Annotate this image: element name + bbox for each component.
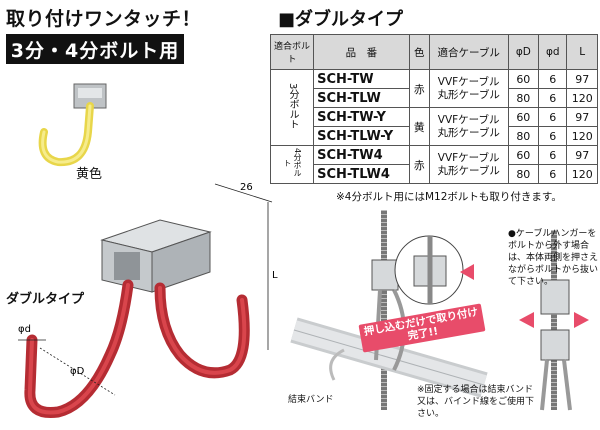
large-diameter-label: φD <box>70 366 85 377</box>
table-header-row: 適合ボルト 品 番 色 適合ケーブル φD φd L <box>269 34 598 70</box>
phi-D-cell: 80 <box>507 88 540 108</box>
length-cell: 97 <box>566 69 598 89</box>
double-type-label: ダブルタイプ <box>6 292 85 307</box>
length-cell: 120 <box>566 164 598 184</box>
header-phi-d: φd <box>538 34 568 70</box>
phi-d-cell: 6 <box>538 164 568 184</box>
phi-D-cell: 60 <box>507 145 540 165</box>
phi-d-cell: 6 <box>538 126 568 146</box>
bolt-group-3bu: 3分ボルト <box>269 69 315 146</box>
header-L: L <box>566 34 598 70</box>
model-cell: SCH-TW <box>313 69 410 89</box>
bolt-group-4bu: 4分ボルト <box>269 145 315 184</box>
spec-table: 適合ボルト 品 番 色 適合ケーブル φD φd L 3分ボルト SCH-TW … <box>269 34 598 184</box>
color-cell: 赤 <box>408 145 430 184</box>
phi-d-cell: 6 <box>538 69 568 89</box>
phi-D-cell: 80 <box>507 164 540 184</box>
header-color: 色 <box>408 34 430 70</box>
length-cell: 120 <box>566 126 598 146</box>
cable-cell: VVFケーブル丸形ケーブル <box>428 107 509 146</box>
yellow-color-label: 黄色 <box>76 167 103 182</box>
cable-cell: VVFケーブル丸形ケーブル <box>428 69 509 108</box>
length-cell: 97 <box>566 107 598 127</box>
table-row: SCH-TLW-Y 80 6 120 <box>271 126 598 146</box>
installation-diagram <box>290 210 589 411</box>
header-phi-D: φD <box>507 34 540 70</box>
bolt-size-badge: 3分・4分ボルト用 <box>6 34 184 64</box>
phi-d-cell: 6 <box>538 88 568 108</box>
table-row: 4分ボルト SCH-TW4 赤 VVFケーブル丸形ケーブル 60 6 97 <box>269 145 598 184</box>
m12-note: ※4分ボルト用にはM12ボルトも取り付きます。 <box>336 191 562 203</box>
color-cell: 赤 <box>408 69 430 108</box>
width-dimension: 26 <box>240 182 253 193</box>
fixing-note: ※固定する場合は結束バンド又は、バインド線をご使用下さい。 <box>417 385 535 419</box>
headline: 取り付けワンタッチ！ <box>6 8 202 30</box>
model-cell: SCH-TLW4 <box>313 164 410 184</box>
model-cell: SCH-TLW <box>313 88 410 108</box>
table-row: 3分ボルト SCH-TW 赤 VVFケーブル丸形ケーブル 60 6 97 <box>269 69 598 146</box>
model-cell: SCH-TLW-Y <box>313 126 410 146</box>
header-cable: 適合ケーブル <box>428 34 509 70</box>
double-hook-image: 26 L φd φD <box>18 182 278 419</box>
length-dimension: L <box>272 270 278 281</box>
yellow-hook-image <box>38 83 107 167</box>
cable-cell: VVFケーブル丸形ケーブル <box>428 145 509 184</box>
table-row: SCH-TLW4 80 6 120 <box>271 164 598 184</box>
header-model: 品 番 <box>313 34 410 70</box>
small-diameter-label: φd <box>18 324 31 335</box>
phi-D-cell: 80 <box>507 126 540 146</box>
cable-tie-label: 結束バンド <box>288 395 334 405</box>
model-cell: SCH-TW4 <box>313 145 410 165</box>
phi-d-cell: 6 <box>538 145 568 165</box>
phi-D-cell: 60 <box>507 69 540 89</box>
table-row: SCH-TLW 80 6 120 <box>271 88 598 108</box>
color-cell: 黄 <box>408 107 430 146</box>
model-cell: SCH-TW-Y <box>313 107 410 127</box>
length-cell: 120 <box>566 88 598 108</box>
length-cell: 97 <box>566 145 598 165</box>
table-row: SCH-TW-Y 黄 VVFケーブル丸形ケーブル 60 6 97 <box>271 107 598 146</box>
header-bolt: 適合ボルト <box>269 34 315 70</box>
phi-D-cell: 60 <box>507 107 540 127</box>
removal-note: ●ケーブルハンガーをボルトから外す場合は、本体両側を押さえながらボルトから抜いて… <box>508 229 599 287</box>
section-title: ■ダブルタイプ <box>278 9 404 30</box>
phi-d-cell: 6 <box>538 107 568 127</box>
